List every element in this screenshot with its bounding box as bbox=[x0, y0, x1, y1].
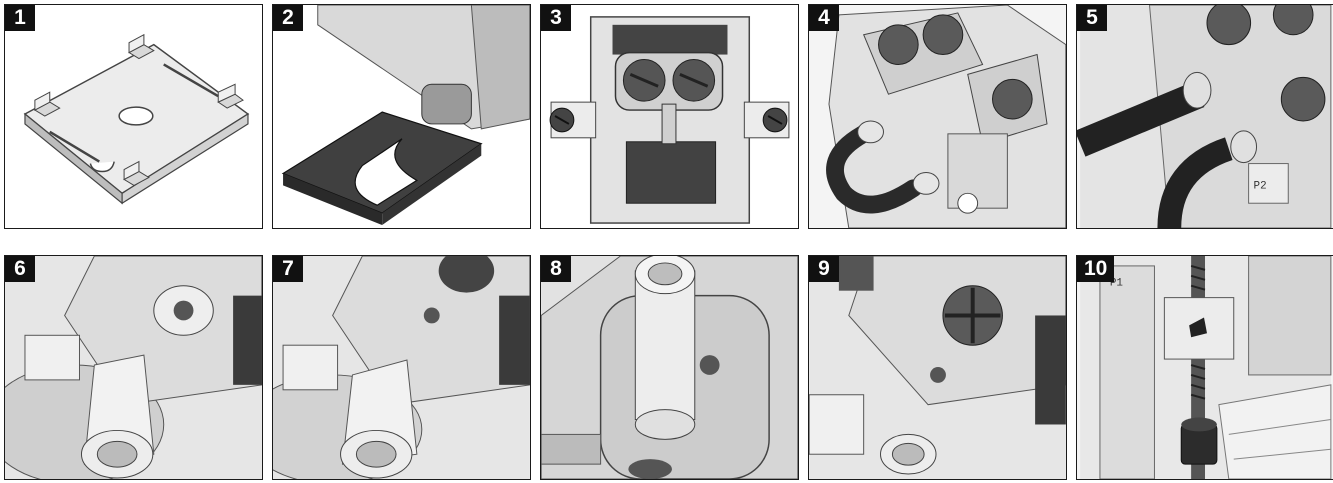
engraved-label-p2: P2 bbox=[1254, 180, 1267, 192]
step-number-badge: 7 bbox=[273, 256, 303, 282]
step-panel-8: 8 bbox=[540, 255, 799, 480]
bridge-bar-connected-illustration: P2 bbox=[1077, 5, 1332, 228]
step-number-badge: 5 bbox=[1077, 5, 1107, 31]
step-number-badge: 4 bbox=[809, 5, 839, 31]
step-panel-3: 3 bbox=[540, 4, 799, 229]
sleeve-terminal-alt-illustration bbox=[273, 256, 530, 479]
step-panel-1: 1 bbox=[4, 4, 263, 229]
step-panel-5: P2 5 bbox=[1076, 4, 1333, 229]
sleeve-terminal-illustration bbox=[5, 256, 262, 479]
bridge-bar-insert-illustration bbox=[826, 5, 1066, 228]
sleeve-closeup-illustration bbox=[541, 256, 798, 479]
step-number-badge: 1 bbox=[5, 5, 35, 31]
mounting-plate-illustration bbox=[23, 33, 250, 205]
step-number-badge: 6 bbox=[5, 256, 35, 282]
threaded-rod-illustration: P1 bbox=[1080, 256, 1332, 479]
step-panel-6: 6 bbox=[4, 255, 263, 480]
step-number-badge: 10 bbox=[1077, 256, 1115, 282]
step-panel-7: 7 bbox=[272, 255, 531, 480]
step-number-badge: 2 bbox=[273, 5, 303, 31]
step-panel-4: 4 bbox=[808, 4, 1067, 229]
screw-secured-illustration bbox=[809, 256, 1066, 479]
terminal-front-illustration bbox=[549, 16, 790, 224]
step-panel-2: 2 bbox=[272, 4, 531, 229]
step-number-badge: 8 bbox=[541, 256, 571, 282]
step-panel-10: P1 10 bbox=[1076, 255, 1333, 480]
step-number-badge: 3 bbox=[541, 5, 571, 31]
shim-plate-illustration bbox=[281, 5, 530, 226]
step-number-badge: 9 bbox=[809, 256, 839, 282]
step-panel-9: 9 bbox=[808, 255, 1067, 480]
